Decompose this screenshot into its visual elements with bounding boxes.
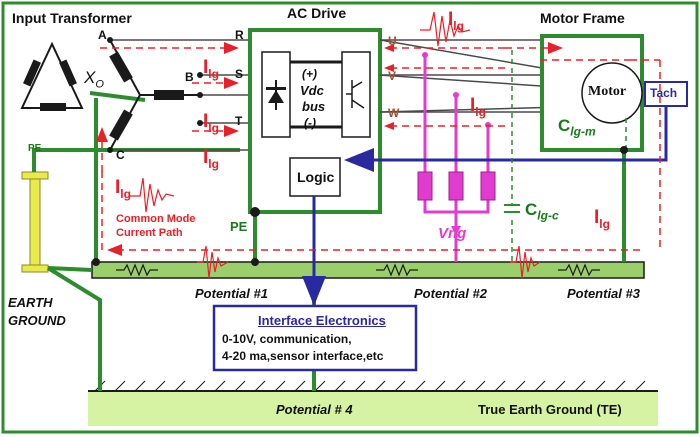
common-mode-line1: Common Mode [116, 213, 196, 225]
vdc-label: Vdc [300, 83, 324, 98]
node-c: C [116, 148, 125, 162]
ilg-label-w: Ilg [470, 95, 486, 119]
node-w: W [388, 106, 400, 120]
pe-top-label: PE [28, 143, 42, 154]
vng-resistors [417, 52, 496, 236]
node-t: T [235, 114, 243, 128]
plus-label: (+) [302, 67, 317, 81]
ilg-label-c: Ilg [203, 147, 219, 171]
logic-label: Logic [297, 169, 335, 185]
bar-resistors [116, 263, 600, 277]
motor-frame-title: Motor Frame [540, 10, 625, 26]
rectifier-block [261, 51, 291, 138]
xo-label: XO [84, 68, 104, 91]
clgm-label: Clg-m [558, 116, 596, 139]
motor-label: Motor [588, 84, 627, 99]
interface-line2: 4-20 ma,sensor interface,etc [222, 349, 384, 363]
pe-drive-label: PE [230, 219, 248, 234]
true-earth-ground-strip [88, 391, 658, 426]
tach-box [644, 81, 688, 107]
vng-label: Vng [438, 225, 467, 242]
node-u: U [388, 34, 397, 48]
common-mode-line2: Current Path [116, 227, 183, 239]
earth-rod [21, 171, 49, 273]
ilg-label-return: Ilg [594, 207, 610, 231]
inverter-block [341, 51, 371, 138]
diode-symbol [266, 80, 286, 110]
noise-waves [130, 11, 541, 279]
input-lines [110, 39, 255, 151]
igbt-symbol [346, 80, 365, 109]
tach-label: Tach [650, 86, 678, 100]
common-mode-path [96, 42, 661, 256]
node-v: V [388, 69, 397, 83]
input-transformer-title: Input Transformer [12, 10, 132, 26]
clgc-lines [511, 50, 627, 262]
interface-box [212, 304, 418, 372]
ilg-label-u: Ilg [448, 9, 464, 33]
node-b: B [185, 70, 194, 84]
interface-line1: 0-10V, communication, [222, 332, 352, 346]
ilg-label-r: Ilg [203, 57, 219, 81]
logic-box [289, 157, 341, 197]
bus-label: bus [302, 99, 326, 114]
ground-hatching [94, 380, 646, 392]
potential-1: Potential #1 [195, 286, 268, 301]
potential-3: Potential #3 [567, 286, 640, 301]
true-earth-label: True Earth Ground (TE) [478, 402, 622, 417]
ac-drive-title: AC Drive [287, 5, 347, 21]
earth-ground-line2: GROUND [8, 313, 66, 328]
signal-lines [302, 106, 668, 306]
ilg-label-t: Ilg [203, 111, 219, 135]
potential-4: Potential # 4 [276, 402, 353, 417]
motor-circle [581, 62, 643, 124]
interface-title: Interface Electronics [258, 313, 386, 328]
earth-ground-line1: EARTH [8, 295, 53, 310]
node-a: A [98, 28, 107, 42]
ilg-label-cm: Ilg [115, 177, 131, 201]
minus-label: (-) [304, 116, 316, 130]
node-s: S [235, 67, 244, 81]
node-r: R [235, 28, 244, 42]
potential-2: Potential #2 [414, 286, 487, 301]
delta-coils [23, 59, 77, 111]
clgc-label: Clg-c [525, 200, 559, 223]
